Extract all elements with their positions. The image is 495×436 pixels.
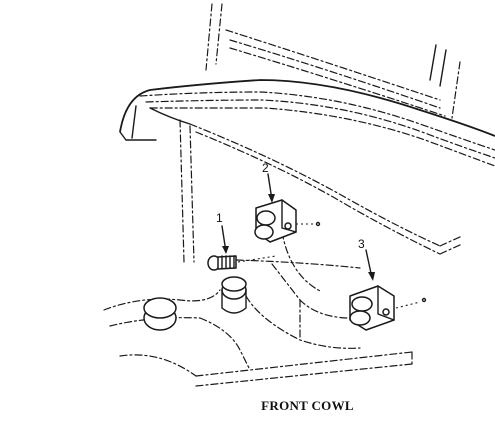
cowl-side-post [131, 105, 195, 263]
cowl-knobs [143, 276, 247, 331]
callout-arrows [221, 173, 375, 281]
windshield-frame [205, 3, 461, 119]
screw-part-1 [207, 255, 277, 271]
callout-3: 3 [358, 237, 365, 251]
washer-nozzle-part-3 [349, 285, 427, 331]
lower-cowl [103, 231, 413, 387]
cowl-panel [119, 79, 495, 255]
callout-1: 1 [216, 211, 223, 225]
figure-caption: FRONT COWL [261, 398, 354, 413]
callout-2: 2 [262, 161, 269, 175]
washer-nozzle-part-2 [254, 199, 321, 243]
